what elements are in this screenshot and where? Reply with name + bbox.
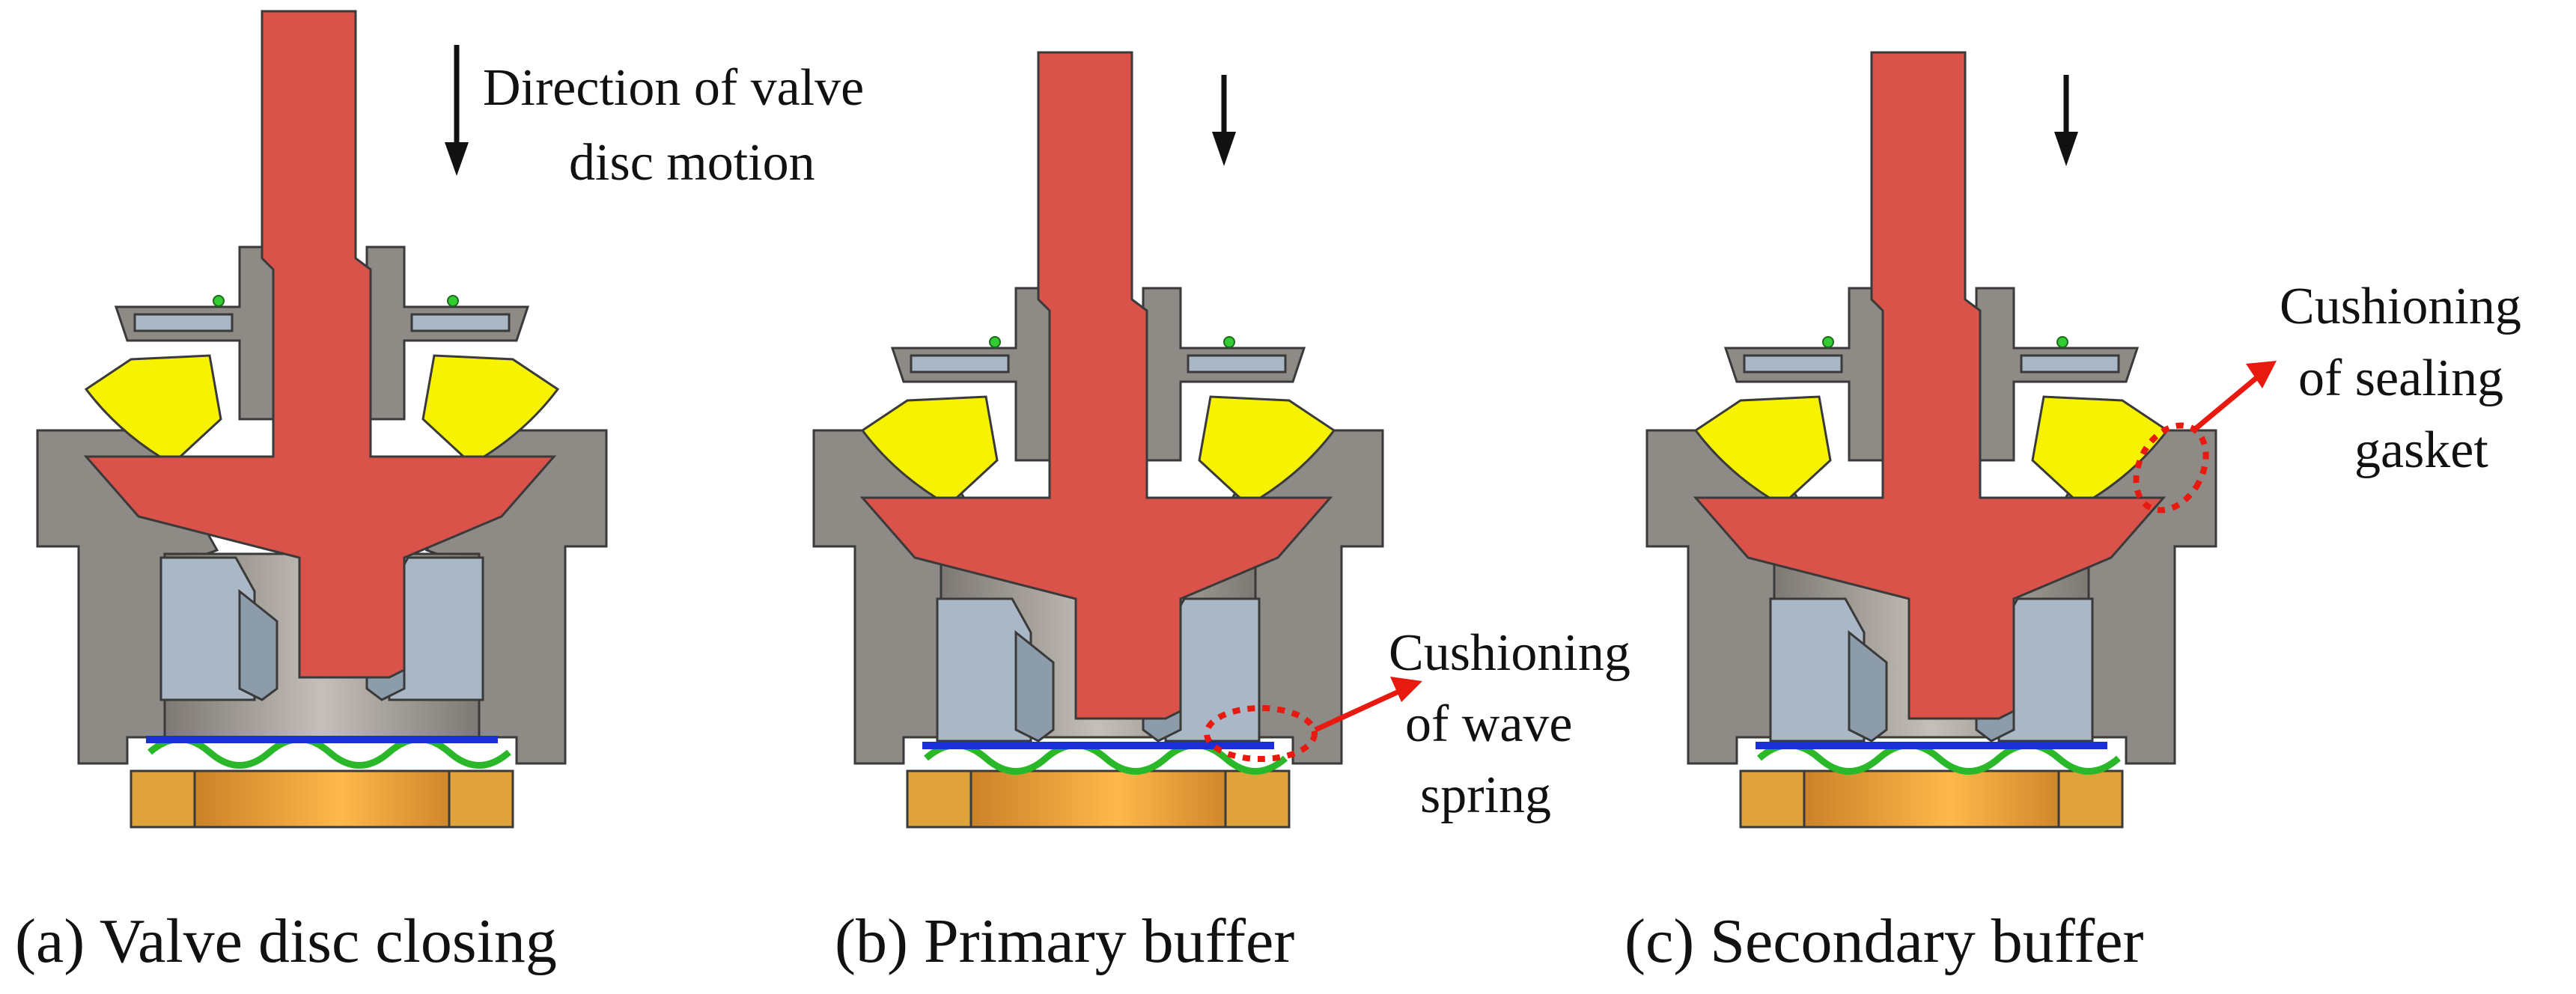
o-ring-right bbox=[1223, 336, 1235, 348]
sealing-gasket-right bbox=[1198, 395, 1336, 507]
annotation-line-2: disc motion bbox=[569, 134, 815, 192]
o-ring-right bbox=[447, 295, 459, 307]
retainer-right bbox=[2020, 354, 2120, 373]
sealing-gasket-right bbox=[2031, 395, 2169, 507]
panel-a: Direction of valve disc motion (a) Valve… bbox=[15, 10, 864, 976]
o-ring-right bbox=[2056, 336, 2068, 348]
retainer-left bbox=[1743, 354, 1843, 373]
panel-caption: (a) Valve disc closing bbox=[15, 906, 557, 976]
o-ring-left bbox=[213, 295, 225, 307]
retainer-right bbox=[410, 313, 511, 332]
annotation-line-2: of wave bbox=[1405, 695, 1573, 753]
motion-arrow-icon bbox=[2054, 75, 2078, 166]
panel-c: Cushioning of sealing gasket (c) Seconda… bbox=[1625, 51, 2521, 976]
valve-assembly bbox=[812, 51, 1384, 829]
retainer-left bbox=[910, 354, 1010, 373]
motion-arrow-icon bbox=[445, 45, 469, 176]
motion-arrow-icon bbox=[1212, 75, 1236, 166]
panel-caption: (c) Secondary buffer bbox=[1625, 906, 2143, 976]
wave-spring bbox=[147, 736, 511, 769]
seat-block-left bbox=[1739, 769, 1806, 829]
valve-assembly bbox=[36, 10, 608, 829]
annotation-line-3: gasket bbox=[2354, 421, 2488, 479]
sealing-gasket-right bbox=[421, 354, 560, 466]
guide-left-inner bbox=[1848, 629, 1888, 743]
pressure-plate bbox=[1756, 742, 2107, 749]
guide-left-inner bbox=[1014, 629, 1055, 743]
o-ring-left bbox=[1822, 336, 1834, 348]
sealing-gasket-left bbox=[860, 395, 999, 507]
sealing-gasket-left bbox=[1693, 395, 1832, 507]
annotation-line-1: Direction of valve bbox=[483, 59, 864, 117]
seat-block-right bbox=[1224, 769, 1291, 829]
guide-left-inner bbox=[238, 588, 278, 701]
retainer-left bbox=[133, 313, 234, 332]
highlight-ellipse-icon bbox=[1204, 705, 1318, 762]
pointer-arrow-icon bbox=[2191, 361, 2277, 433]
wave-spring bbox=[1757, 742, 2121, 775]
panel-b: Cushioning of wave spring (b) Primary bu… bbox=[812, 51, 1630, 976]
seat-block-right bbox=[448, 769, 514, 829]
annotation-line-2: of sealing bbox=[2298, 350, 2503, 407]
pressure-plate bbox=[146, 736, 498, 743]
seat-block-left bbox=[130, 769, 196, 829]
sealing-gasket-left bbox=[84, 354, 222, 466]
panel-caption: (b) Primary buffer bbox=[835, 906, 1294, 976]
annotation-line-3: spring bbox=[1420, 766, 1551, 824]
retainer-right bbox=[1187, 354, 1287, 373]
pointer-arrow-icon bbox=[1314, 677, 1422, 733]
seat-block-right bbox=[2057, 769, 2124, 829]
seat-block-left bbox=[906, 769, 972, 829]
pressure-plate bbox=[922, 742, 1274, 749]
annotation-line-1: Cushioning bbox=[1389, 624, 1630, 682]
valve-assembly bbox=[1645, 51, 2217, 829]
valve-disc bbox=[83, 10, 557, 679]
o-ring-left bbox=[989, 336, 1001, 348]
valve-disc bbox=[1693, 51, 2167, 720]
valve-disc bbox=[859, 51, 1333, 720]
annotation-line-1: Cushioning bbox=[2280, 278, 2521, 335]
wave-spring bbox=[924, 742, 1288, 775]
